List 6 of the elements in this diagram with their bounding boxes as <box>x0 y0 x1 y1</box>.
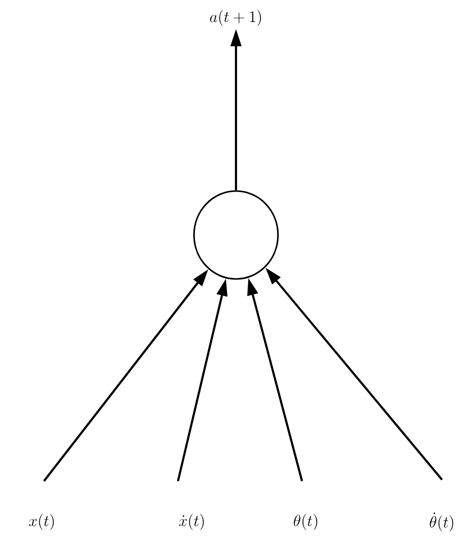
variable-label: $\dot{\theta}(t)$ <box>430 512 454 532</box>
variable-label: $x(t)$ <box>29 514 54 530</box>
neuron-circle <box>193 190 279 280</box>
variable-label: $\theta(t)$ <box>294 514 318 530</box>
variable-label: $a(t+1)$ <box>210 10 261 26</box>
variable-label: $\dot{x}(t)$ <box>179 514 204 530</box>
